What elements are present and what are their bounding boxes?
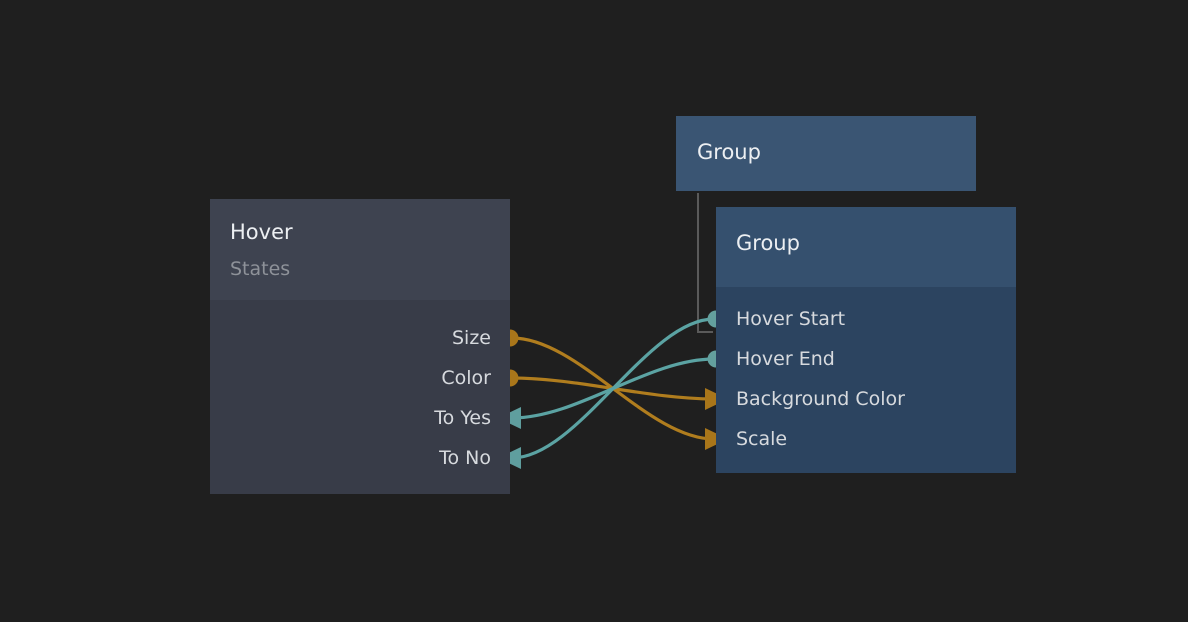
port-label-color[interactable]: Color	[441, 367, 491, 389]
node-group-outer[interactable]: Group	[676, 116, 976, 191]
node-group-inner-title: Group	[736, 231, 800, 255]
link-hover-end-to-to-yes	[510, 357, 716, 420]
node-group-outer-header[interactable]: Group	[676, 116, 976, 191]
port-label-to-yes[interactable]: To Yes	[434, 407, 491, 429]
node-hover-header[interactable]: Hover States	[210, 199, 510, 300]
port-label-hover-start[interactable]: Hover Start	[736, 308, 846, 330]
node-group-inner-header[interactable]: Group	[716, 207, 1016, 287]
port-label-scale[interactable]: Scale	[736, 428, 788, 450]
port-label-hover-end[interactable]: Hover End	[736, 348, 835, 370]
node-hover-title: Hover	[230, 220, 293, 244]
node-group-outer-title: Group	[697, 140, 761, 164]
node-group-inner[interactable]: Group	[716, 207, 1016, 473]
port-label-to-no[interactable]: To No	[439, 447, 491, 469]
port-label-size[interactable]: Size	[451, 327, 491, 349]
node-hover[interactable]: Hover States	[210, 199, 510, 494]
node-hover-subtitle: States	[230, 258, 291, 280]
node-group-inner-body	[716, 287, 1016, 473]
group-connector-line	[697, 193, 713, 333]
node-hover-body	[210, 300, 510, 494]
port-label-background-color[interactable]: Background Color	[736, 388, 905, 410]
